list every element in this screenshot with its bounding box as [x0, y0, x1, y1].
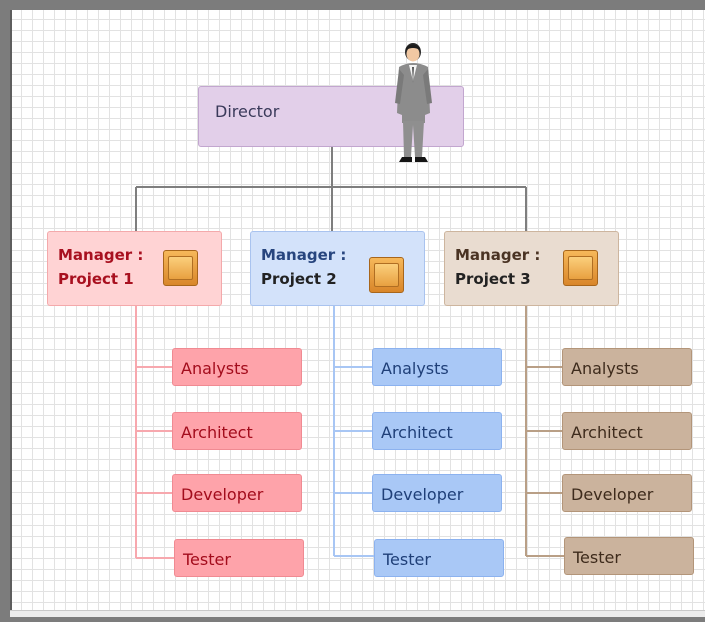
- manager-title: Manager :: [58, 246, 144, 264]
- role-label: Developer: [571, 485, 654, 504]
- project-name: Project 2: [261, 270, 337, 288]
- project-3-developer-node[interactable]: Developer: [562, 474, 692, 512]
- manager-project-1-node[interactable]: Manager : Project 1: [47, 231, 222, 306]
- project-3-analysts-node[interactable]: Analysts: [562, 348, 692, 386]
- project-2-analysts-node[interactable]: Analysts: [372, 348, 502, 386]
- project-1-analysts-node[interactable]: Analysts: [172, 348, 302, 386]
- project-name: Project 1: [58, 270, 134, 288]
- role-label: Developer: [381, 485, 464, 504]
- project-name: Project 3: [455, 270, 531, 288]
- role-label: Tester: [383, 550, 431, 569]
- role-label: Analysts: [181, 359, 249, 378]
- branch-project-2: [333, 306, 374, 557]
- project-3-architect-node[interactable]: Architect: [562, 412, 692, 450]
- project-3-tester-node[interactable]: Tester: [564, 537, 694, 575]
- role-label: Architect: [571, 423, 643, 442]
- project-1-architect-node[interactable]: Architect: [172, 412, 302, 450]
- canvas-bottom-scrollbar[interactable]: [10, 610, 705, 617]
- folder-icon: [563, 250, 598, 286]
- project-2-developer-node[interactable]: Developer: [372, 474, 502, 512]
- branch-project-1: [135, 306, 174, 559]
- folder-icon: [369, 257, 404, 293]
- role-label: Tester: [573, 548, 621, 567]
- manager-title: Manager :: [455, 246, 541, 264]
- role-label: Developer: [181, 485, 264, 504]
- manager-project-3-node[interactable]: Manager : Project 3: [444, 231, 619, 306]
- manager-title: Manager :: [261, 246, 347, 264]
- project-2-tester-node[interactable]: Tester: [374, 539, 504, 577]
- folder-icon: [163, 250, 198, 286]
- role-label: Architect: [181, 423, 253, 442]
- person-icon: [395, 43, 432, 162]
- role-label: Architect: [381, 423, 453, 442]
- role-label: Tester: [183, 550, 231, 569]
- manager-project-2-node[interactable]: Manager : Project 2: [250, 231, 425, 306]
- project-2-architect-node[interactable]: Architect: [372, 412, 502, 450]
- project-1-developer-node[interactable]: Developer: [172, 474, 302, 512]
- branch-project-3: [525, 306, 564, 557]
- role-label: Analysts: [571, 359, 639, 378]
- project-1-tester-node[interactable]: Tester: [174, 539, 304, 577]
- role-label: Analysts: [381, 359, 449, 378]
- director-label: Director: [215, 102, 280, 121]
